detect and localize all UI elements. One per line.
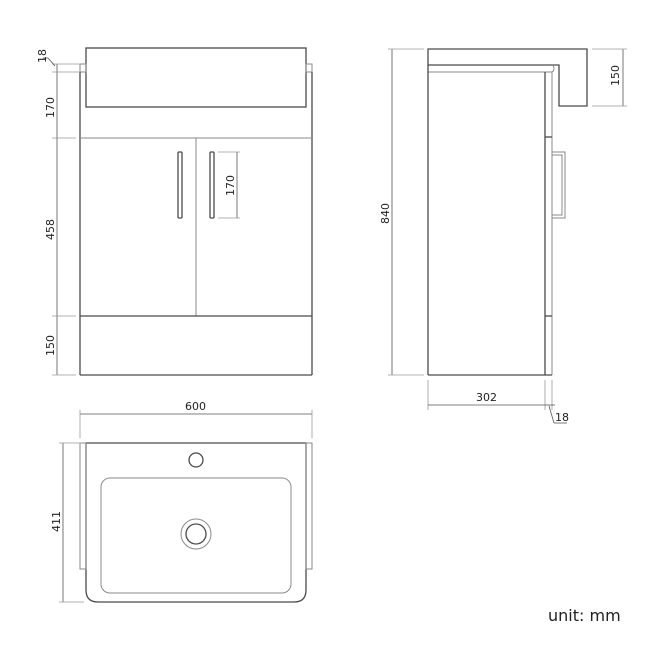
slab-left <box>79 442 87 570</box>
dim-basin-depth: 411 <box>50 511 63 532</box>
dim-door-height: 458 <box>44 219 57 240</box>
dim-width: 600 <box>185 400 206 413</box>
dim-plinth-height: 150 <box>44 335 57 356</box>
handle-side <box>552 151 566 219</box>
dim-depth: 302 <box>476 391 497 404</box>
rim-right <box>305 63 313 73</box>
handle-right <box>209 151 215 219</box>
drain-inner <box>185 523 207 545</box>
inner-bowl <box>100 477 292 594</box>
tap-hole <box>188 452 204 468</box>
side-view: 840 150 302 18 <box>379 48 627 424</box>
dim-top-rim: 18 <box>36 49 49 63</box>
front-view: 18 170 458 150 170 <box>36 47 313 376</box>
dim-basin-height: 170 <box>44 97 57 118</box>
dim-basin-side-height: 150 <box>609 65 622 86</box>
drain-outer <box>180 518 212 550</box>
basin-side <box>427 48 588 107</box>
slab-right <box>305 442 313 570</box>
rim-left <box>79 63 87 73</box>
dim-handle-length: 170 <box>224 175 237 196</box>
basin-outline <box>85 442 307 603</box>
dim-total-height: 840 <box>379 203 392 224</box>
handle-left <box>177 151 183 219</box>
basin-front <box>85 47 307 108</box>
dim-door-thickness: 18 <box>555 411 569 424</box>
unit-label: unit: mm <box>548 606 621 625</box>
top-view: 600 411 <box>50 400 313 603</box>
